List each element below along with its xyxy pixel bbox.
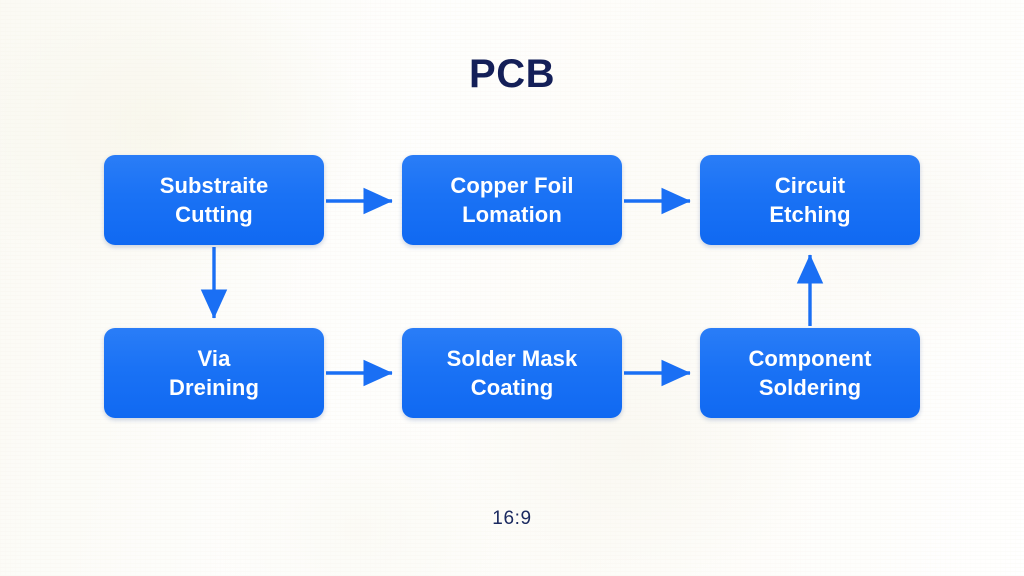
node-copper-foil-line2: Lomation (462, 202, 562, 227)
diagram-title: PCB (469, 52, 555, 96)
node-substrate-cutting-line1: Substraite (159, 172, 269, 198)
node-solder-mask-line2: Coating (470, 375, 554, 400)
node-circuit-etching-line2: Etching (769, 202, 851, 227)
node-via-drilling-line1: Via (197, 345, 231, 371)
node-copper-foil-line1: Copper Foil (450, 172, 574, 198)
node-via-drilling-line2: Dreining (168, 375, 260, 400)
node-circuit-etching-line1: Circuit (774, 172, 846, 198)
node-solder-mask-line1: Solder Mask (446, 345, 578, 371)
aspect-ratio-label: 16:9 (492, 508, 532, 529)
node-substrate-cutting-line2: Cutting (175, 202, 253, 227)
node-component-soldering-line2: Soldering (758, 375, 862, 400)
node-component-soldering-line1: Component (748, 345, 872, 371)
